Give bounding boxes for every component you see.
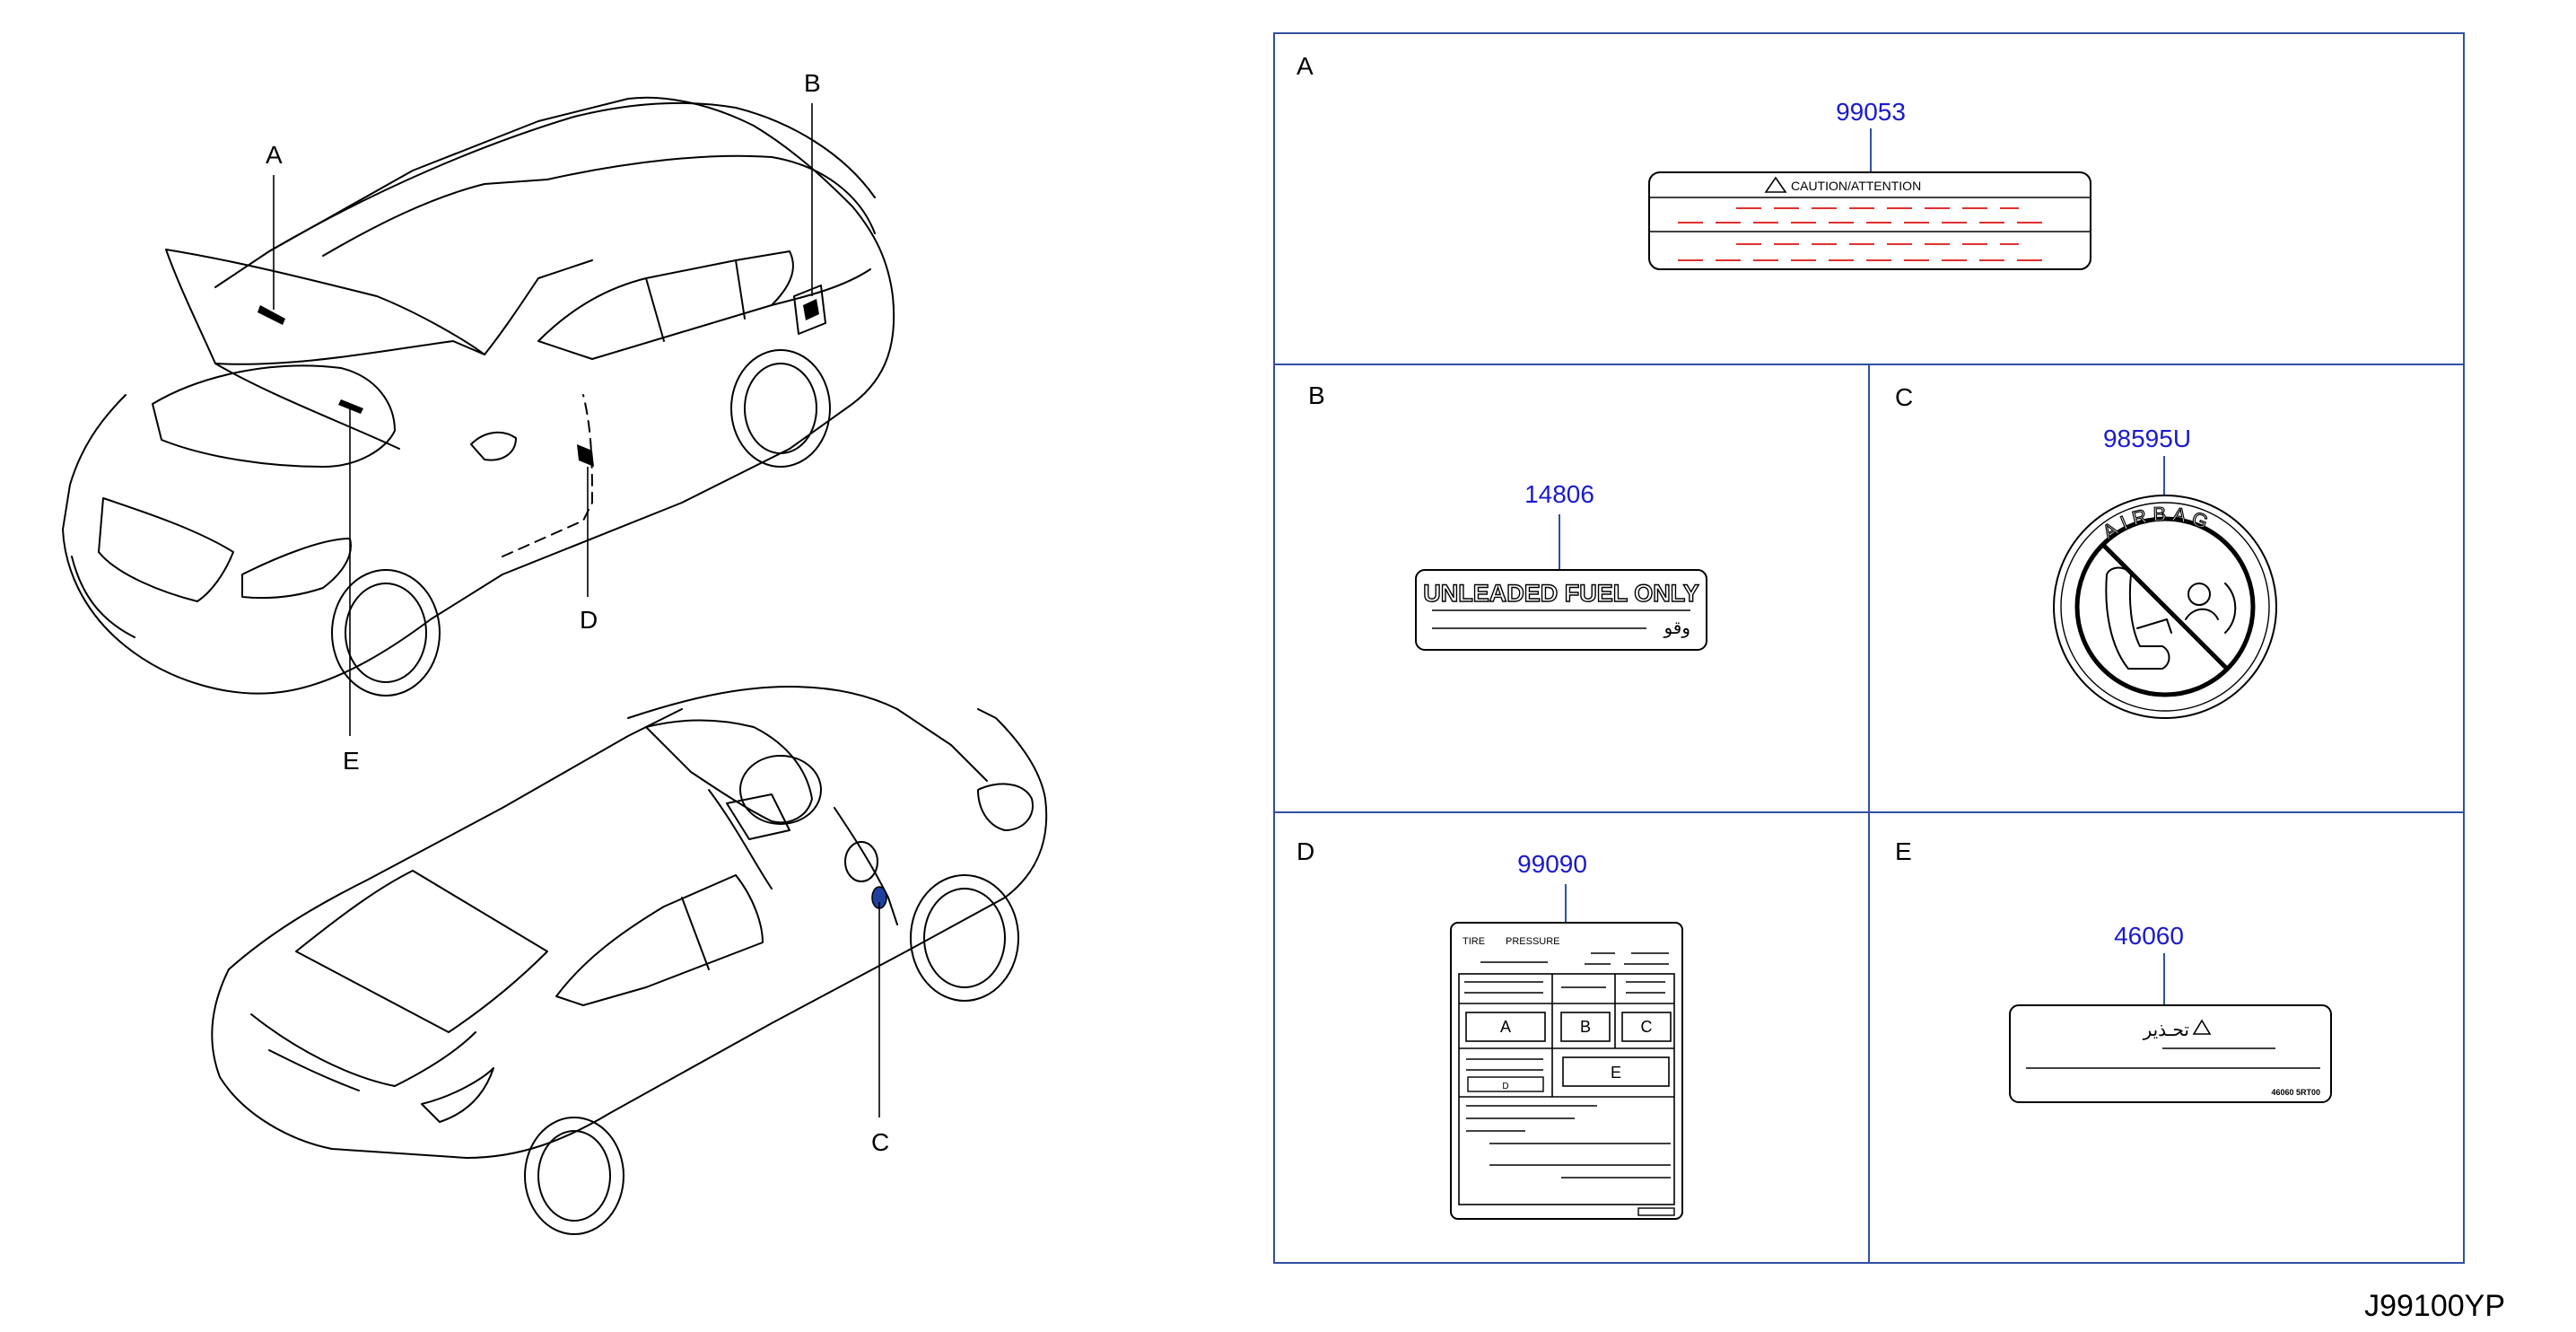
fuel-arabic-text: وقو (1663, 618, 1690, 638)
panel-c-letter: C (1895, 383, 1913, 411)
passenger-icon (2187, 583, 2211, 606)
panel-e-letter: E (1895, 837, 1912, 865)
pressure-text: PRESSURE (1506, 936, 1560, 947)
tire-text: TIRE (1463, 936, 1485, 947)
fuel-text: UNLEADED FUEL ONLY (1423, 580, 1699, 607)
car-rear-view (211, 686, 1048, 1235)
panel-d-letter: D (1297, 837, 1314, 865)
warning-code: 46060 5RT00 (2271, 1088, 2320, 1097)
child-seat-icon (2105, 566, 2170, 670)
panel-e-part-number: 46060 (2114, 922, 2184, 950)
warning-arabic-text: تحـذير (2143, 1021, 2189, 1040)
panel-d-part-number: 99090 (1517, 850, 1587, 878)
cell-d: D (1502, 1082, 1508, 1091)
label-panels-grid (1273, 32, 2465, 1264)
warning-label: تحـذير 46060 5RT00 (2009, 1004, 2332, 1103)
car-front-view (62, 96, 895, 697)
panel-b-letter: B (1308, 381, 1325, 409)
cell-a: A (1500, 1018, 1511, 1036)
panel-c-part-number: 98595U (2103, 425, 2191, 452)
panel-a: A 99053 CAUTION/ATTENTION (1297, 52, 2091, 270)
warning-icon (1764, 176, 1787, 193)
tire-pressure-label: TIRE PRESSURE A B C (1450, 922, 1683, 1220)
cell-e: E (1611, 1064, 1621, 1082)
panel-b: B 14806 UNLEADED FUEL ONLY وقو (1308, 381, 1707, 651)
caution-label: CAUTION/ATTENTION (1648, 171, 2091, 270)
fuel-label: UNLEADED FUEL ONLY وقو (1415, 569, 1707, 651)
panel-d: D 99090 TIRE PRESSURE A B C (1297, 837, 1683, 1220)
callout-b: B (804, 69, 821, 97)
callout-d: D (580, 606, 598, 634)
panel-a-letter: A (1297, 52, 1314, 80)
airbag-sticker: AIRBAG (2053, 495, 2277, 719)
panel-b-part-number: 14806 (1524, 480, 1594, 508)
warning-icon (2192, 1019, 2212, 1035)
callout-a: A (266, 141, 283, 169)
panel-a-part-number: 99053 (1836, 98, 1906, 126)
caution-text: CAUTION/ATTENTION (1791, 179, 1921, 193)
callout-c: C (871, 1128, 889, 1156)
panel-c: C 98595U AIRBAG (1895, 383, 2277, 719)
cell-c: C (1641, 1018, 1653, 1036)
cell-b: B (1580, 1018, 1591, 1036)
panel-e: E 46060 تحـذير 46060 5RT00 (1895, 837, 2332, 1103)
callout-e: E (343, 747, 360, 775)
diagram-code: J99100YP (2364, 1289, 2505, 1323)
